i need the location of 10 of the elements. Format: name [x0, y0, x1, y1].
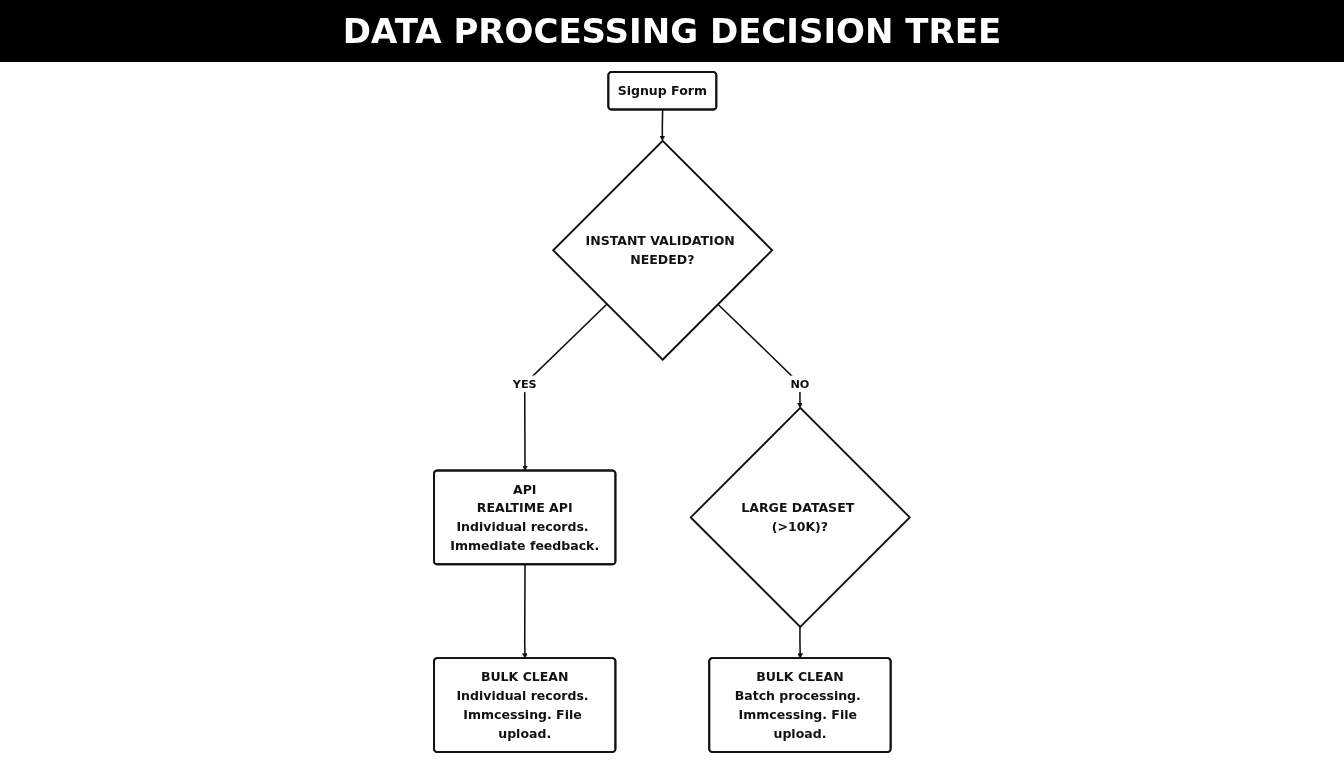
- arrow: [717, 303, 803, 409]
- arrow: [797, 626, 804, 659]
- node-diamond: LARGE DATASET (>10K)?: [689, 406, 912, 629]
- edge-label: NO: [790, 377, 810, 391]
- edge-label: YES: [512, 377, 537, 391]
- title: DATA PROCESSING DECISION TREE: [0, 0, 1344, 62]
- node-diamond: INSTANT VALIDATION NEEDED?: [551, 139, 774, 362]
- arrow: [522, 303, 608, 472]
- arrow: [659, 109, 666, 142]
- arrow: [522, 563, 528, 659]
